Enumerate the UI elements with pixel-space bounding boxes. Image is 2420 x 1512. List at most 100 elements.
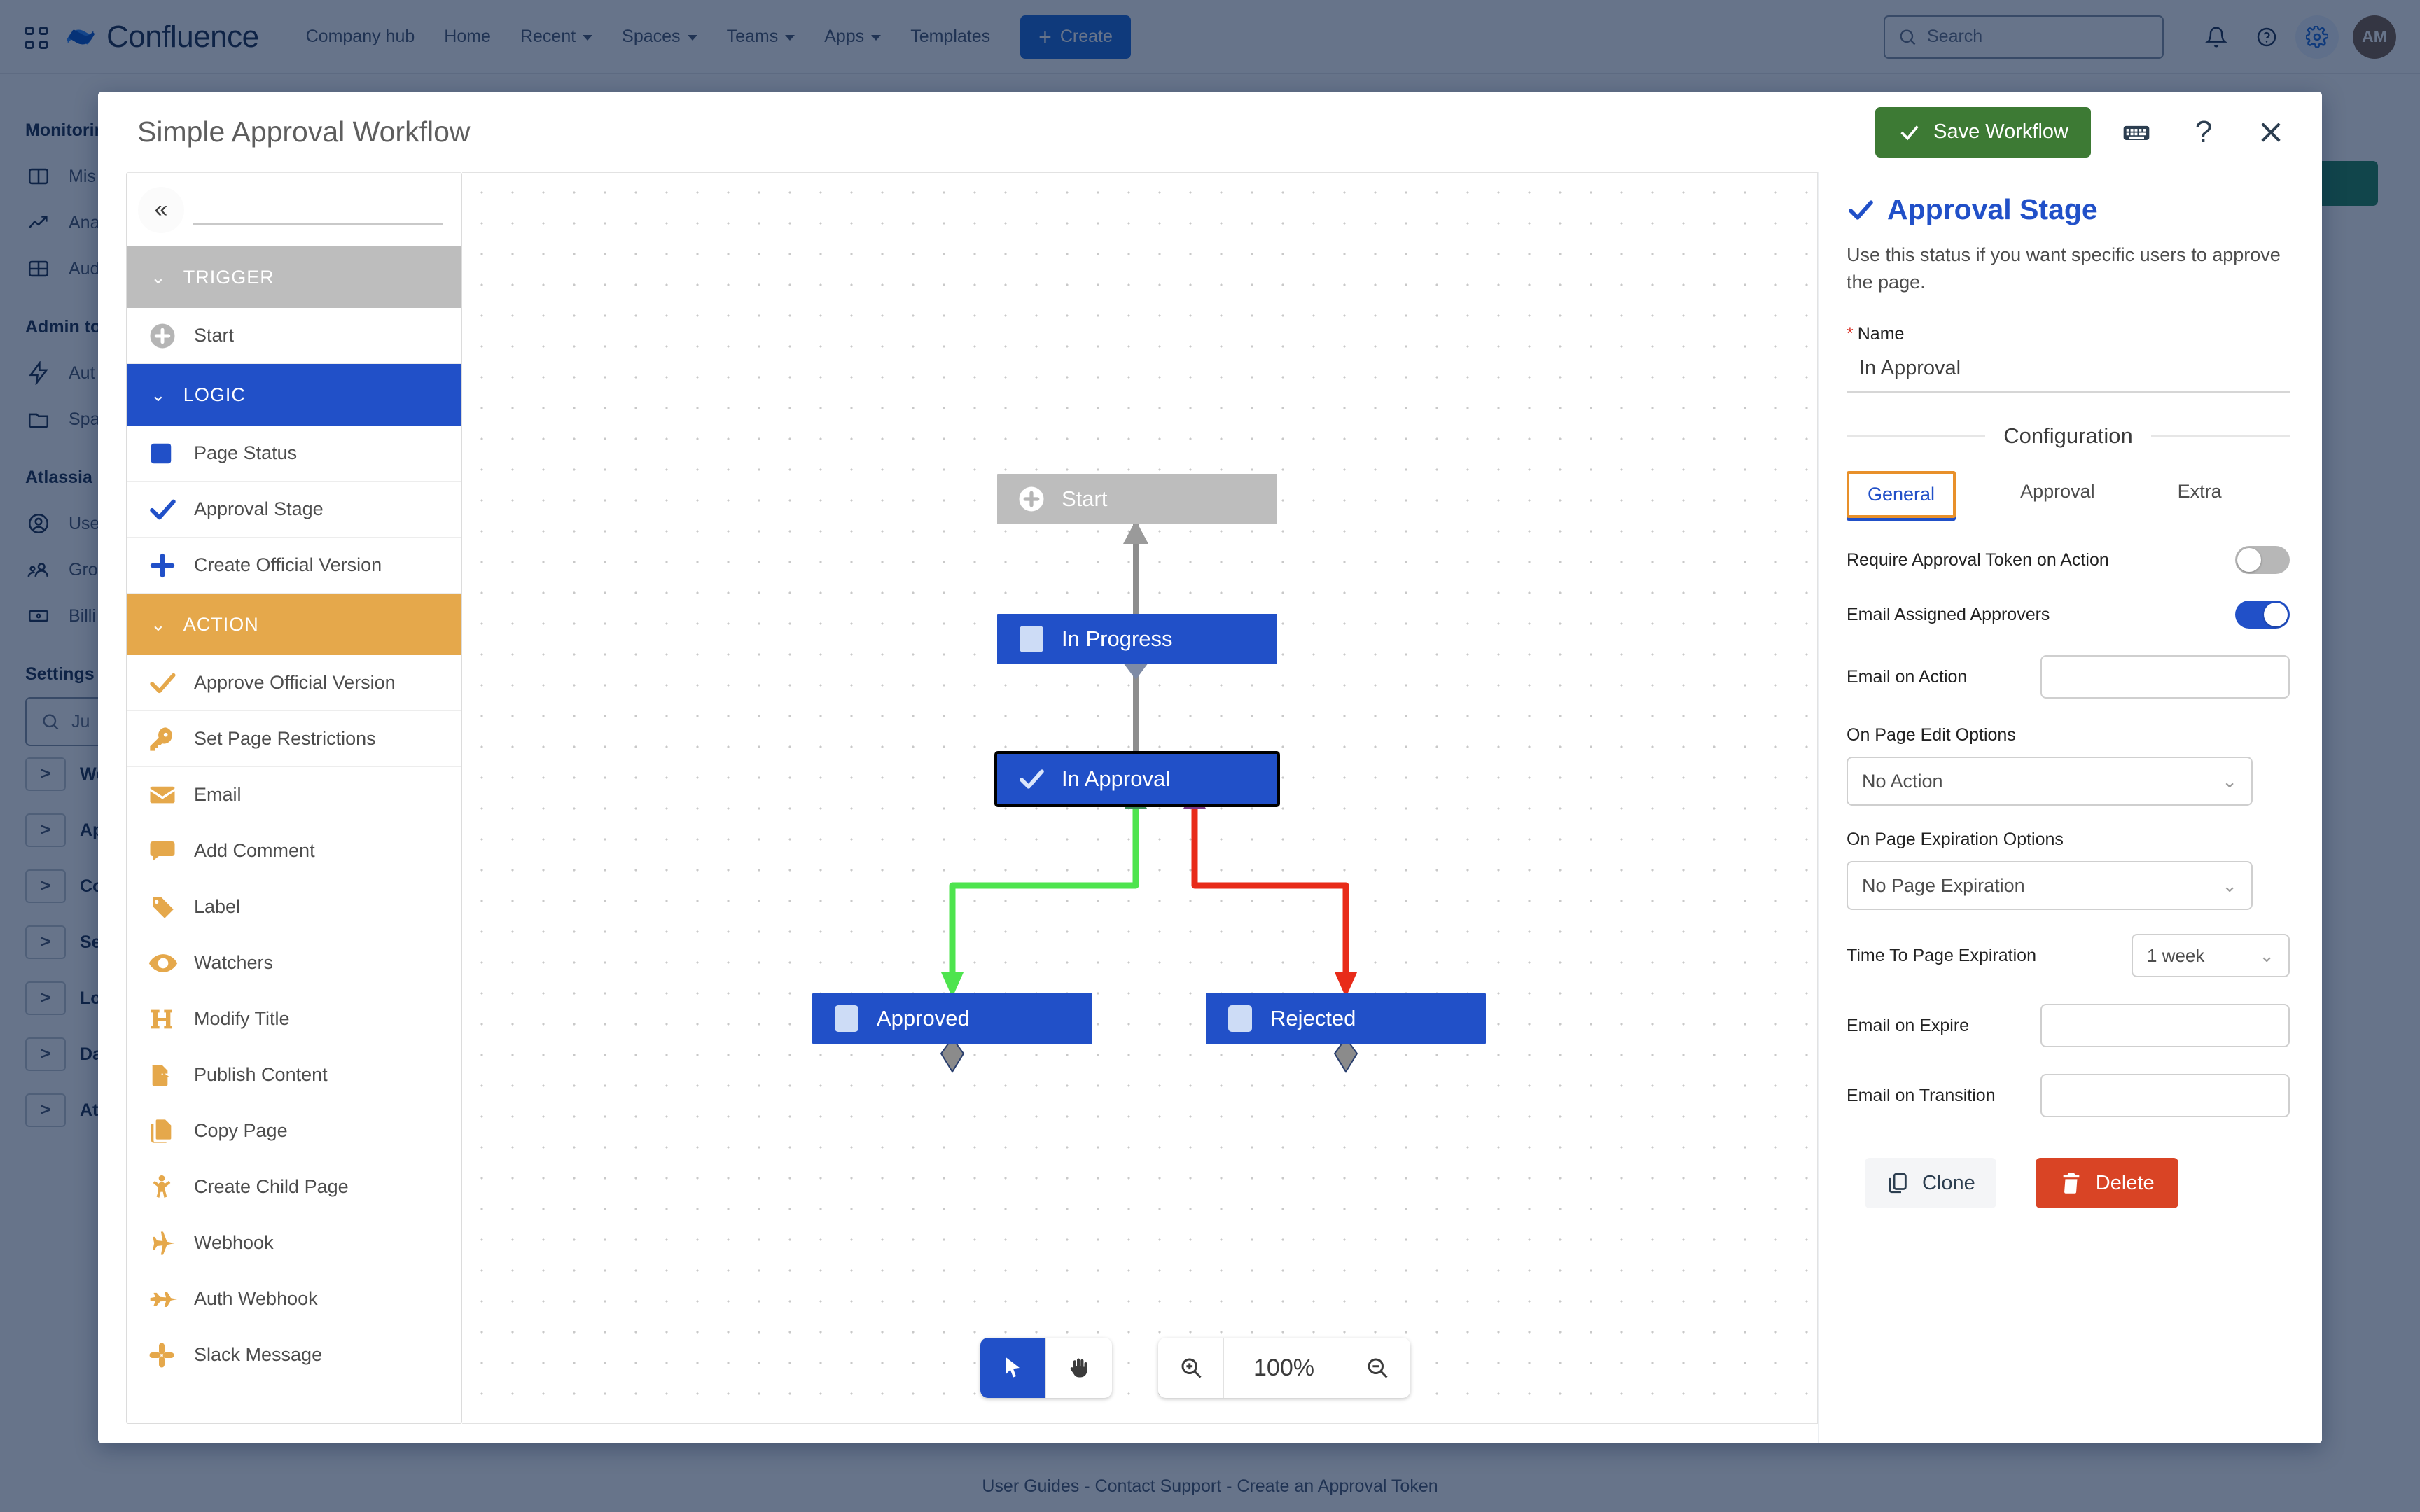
save-workflow-button[interactable]: Save Workflow — [1875, 106, 2091, 158]
collapse-panel-icon[interactable]: « — [138, 186, 184, 233]
edge-in-approval-to-approved — [949, 802, 1139, 985]
palette-item-slack-message[interactable]: Slack Message — [127, 1327, 461, 1383]
eye-icon — [148, 948, 194, 979]
help-question-icon[interactable]: ? — [2195, 114, 2213, 149]
copy-icon — [1889, 1173, 1907, 1194]
palette-item-label: Label — [194, 896, 241, 917]
zoom-controls: 100% — [1158, 1338, 1410, 1398]
field-email-on-action: Email on Action — [1847, 655, 2290, 699]
canvas-node-label: In Approval — [1062, 766, 1171, 791]
square-icon — [148, 440, 194, 467]
email-on-action-input[interactable] — [2040, 655, 2290, 699]
canvas-node-rejected[interactable]: Rejected — [1206, 993, 1486, 1044]
workflow-builder-modal: Simple Approval Workflow Save Workflow ? — [98, 92, 2322, 1443]
name-input[interactable]: In Approval — [1847, 357, 2290, 393]
palette-item-copy-page[interactable]: Copy Page — [127, 1103, 461, 1159]
hand-icon[interactable] — [1046, 1338, 1112, 1398]
check-icon — [1900, 125, 1919, 140]
inspector-description: Use this status if you want specific use… — [1847, 244, 2281, 293]
palette-search-input[interactable] — [193, 195, 443, 225]
canvas-node-in-approval[interactable]: In Approval — [994, 751, 1280, 807]
field-time-to-page-expiration: Time To Page Expiration 1 week ⌄ — [1847, 934, 2290, 978]
jet-icon — [148, 1284, 194, 1315]
email-on-transition-input[interactable] — [2040, 1074, 2290, 1118]
palette-group-action[interactable]: ⌄ ACTION — [127, 594, 461, 655]
canvas-node-in-progress[interactable]: In Progress — [997, 614, 1277, 664]
zoom-level-label[interactable]: 100% — [1224, 1338, 1344, 1398]
tab-extra[interactable]: Extra — [2177, 481, 2222, 503]
on-page-edit-options-select[interactable]: No Action ⌄ — [1847, 757, 2253, 806]
email-on-transition-label: Email on Transition — [1847, 1085, 1996, 1105]
divider-line-left — [1847, 435, 1986, 438]
name-label-text: Name — [1857, 324, 1905, 344]
workflow-canvas[interactable]: Start In Progress In Approval Approved R… — [462, 172, 1818, 1424]
palette-item-auth-webhook[interactable]: Auth Webhook — [127, 1271, 461, 1327]
keyboard-shortcuts-icon[interactable] — [2115, 111, 2158, 154]
palette-top-bar: « — [127, 173, 461, 246]
palette-group-trigger[interactable]: ⌄ TRIGGER — [127, 246, 461, 308]
palette-item-label: Approval Stage — [194, 498, 324, 519]
palette-item-label[interactable]: Label — [127, 879, 461, 935]
palette-item-publish-content[interactable]: Publish Content — [127, 1047, 461, 1103]
email-assigned-approvers-toggle[interactable] — [2235, 601, 2290, 629]
field-require-approval-token: Require Approval Token on Action — [1847, 546, 2290, 575]
palette-item-label: Email — [194, 784, 242, 805]
comment-icon — [148, 836, 194, 866]
palette-item-add-comment[interactable]: Add Comment — [127, 823, 461, 879]
modal-body: « ⌄ TRIGGER Start ⌄ LOGIC P — [98, 172, 2322, 1443]
node-palette: « ⌄ TRIGGER Start ⌄ LOGIC P — [126, 172, 462, 1424]
inspector-actions: Clone Delete — [1847, 1158, 2290, 1209]
time-to-page-expiration-value: 1 week — [2147, 944, 2205, 966]
time-to-page-expiration-label: Time To Page Expiration — [1847, 945, 2036, 965]
cursor-arrow-icon[interactable] — [980, 1338, 1046, 1398]
palette-group-label: LOGIC — [183, 384, 246, 405]
palette-item-modify-title[interactable]: Modify Title — [127, 991, 461, 1047]
palette-item-page-status[interactable]: Page Status — [127, 426, 461, 482]
field-on-page-expiration-options: On Page Expiration Options No Page Expir… — [1847, 830, 2290, 911]
zoom-out-icon[interactable] — [1344, 1338, 1410, 1398]
palette-item-watchers[interactable]: Watchers — [127, 935, 461, 991]
zoom-in-icon[interactable] — [1158, 1338, 1224, 1398]
clone-button[interactable]: Clone — [1865, 1158, 1996, 1209]
close-icon[interactable] — [2249, 111, 2293, 154]
time-to-page-expiration-select[interactable]: 1 week ⌄ — [2132, 934, 2290, 978]
delete-button[interactable]: Delete — [2035, 1158, 2178, 1209]
canvas-node-label: Approved — [877, 1006, 970, 1030]
palette-item-webhook[interactable]: Webhook — [127, 1215, 461, 1271]
on-page-edit-options-label: On Page Edit Options — [1847, 725, 2016, 746]
delete-label: Delete — [2095, 1171, 2155, 1194]
divider-line-right — [2150, 435, 2290, 438]
require-approval-token-label: Require Approval Token on Action — [1847, 550, 2109, 570]
field-email-assigned-approvers: Email Assigned Approvers — [1847, 601, 2290, 629]
require-approval-token-toggle[interactable] — [2235, 546, 2290, 575]
chevron-down-icon: ⌄ — [151, 267, 167, 288]
email-on-expire-input[interactable] — [2040, 1004, 2290, 1048]
tab-approval[interactable]: Approval — [2020, 481, 2095, 503]
on-page-expiration-options-value: No Page Expiration — [1862, 874, 2025, 896]
palette-item-approve-official-version[interactable]: Approve Official Version — [127, 655, 461, 711]
field-on-page-edit-options: On Page Edit Options No Action ⌄ — [1847, 725, 2290, 806]
name-field-label: *Name — [1847, 324, 2290, 344]
chevron-down-icon: ⌄ — [2222, 874, 2237, 896]
square-icon — [1224, 1002, 1256, 1035]
canvas-node-approved[interactable]: Approved — [812, 993, 1092, 1044]
palette-item-create-child-page[interactable]: Create Child Page — [127, 1159, 461, 1215]
canvas-node-start[interactable]: Start — [997, 474, 1277, 524]
trash-icon — [2063, 1173, 2080, 1194]
palette-group-logic[interactable]: ⌄ LOGIC — [127, 364, 461, 426]
configuration-tabs: General Approval Extra — [1847, 471, 2290, 519]
on-page-expiration-options-select[interactable]: No Page Expiration ⌄ — [1847, 861, 2253, 911]
copy-icon — [148, 1117, 194, 1145]
properties-inspector: Approval Stage Use this status if you wa… — [1818, 172, 2322, 1443]
tab-general[interactable]: General — [1847, 471, 1956, 519]
field-email-on-expire: Email on Expire — [1847, 1004, 2290, 1048]
palette-item-approval-stage[interactable]: Approval Stage — [127, 482, 461, 538]
palette-item-label: Create Official Version — [194, 554, 382, 575]
palette-item-start[interactable]: Start — [127, 308, 461, 364]
palette-item-label: Start — [194, 325, 235, 346]
palette-item-label: Set Page Restrictions — [194, 728, 376, 749]
palette-item-email[interactable]: Email — [127, 767, 461, 823]
palette-item-create-official-version[interactable]: Create Official Version — [127, 538, 461, 594]
on-page-expiration-options-label: On Page Expiration Options — [1847, 830, 2064, 850]
palette-item-set-page-restrictions[interactable]: Set Page Restrictions — [127, 711, 461, 767]
